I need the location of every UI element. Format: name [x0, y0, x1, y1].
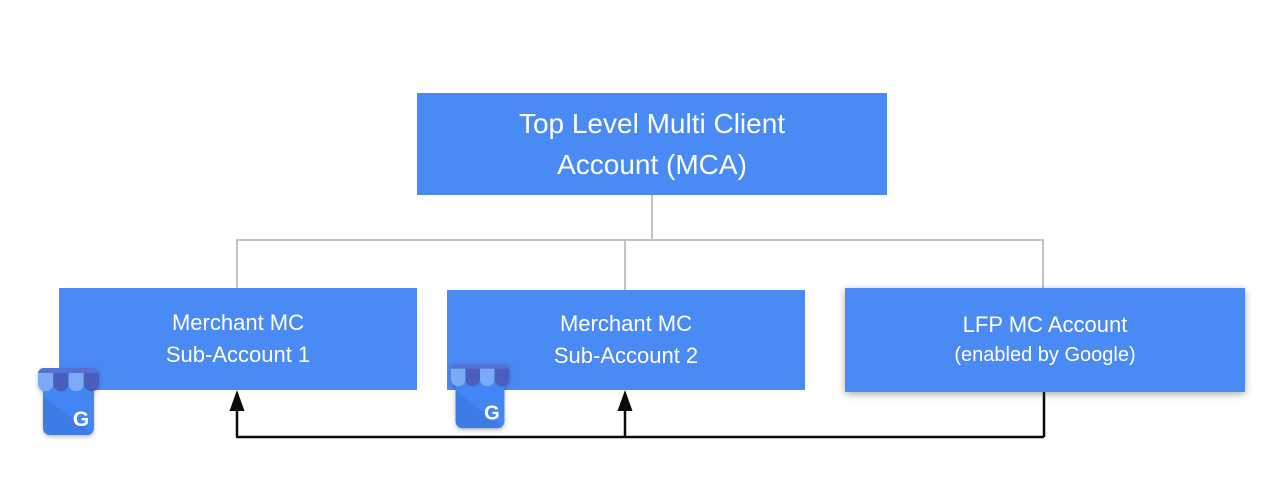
node-top-level-mca: Top Level Multi Client Account (MCA) — [417, 93, 887, 195]
node-label-line: LFP MC Account — [962, 312, 1128, 337]
flow-connectors — [235, 392, 1046, 439]
node-lfp-mc-account: LFP MC Account (enabled by Google) — [845, 288, 1245, 392]
storefront-fold — [43, 396, 94, 435]
arrowhead-sub2 — [617, 390, 633, 411]
storefront-body — [455, 373, 505, 429]
google-my-business-icon: G — [450, 364, 510, 429]
storefront-awning — [450, 364, 510, 387]
flow-arrowheads — [229, 390, 633, 411]
node-label-line: Sub-Account 2 — [553, 343, 699, 368]
node-label-line: (enabled by Google) — [954, 344, 1136, 366]
node-label-line: Sub-Account 1 — [165, 342, 311, 367]
node-merchant-sub-account-1: Merchant MC Sub-Account 1 — [59, 288, 417, 390]
node-label-line: Merchant MC — [559, 311, 693, 336]
storefront-body — [43, 378, 94, 435]
storefront-g-letter: G — [484, 402, 500, 424]
node-label-line: Merchant MC — [171, 310, 305, 335]
google-my-business-icon: G — [38, 368, 99, 435]
node-label-line: Top Level Multi Client — [518, 108, 786, 139]
tree-connectors — [236, 195, 1044, 291]
node-label-line: Account (MCA) — [557, 149, 747, 180]
storefront-awning — [38, 368, 99, 392]
arrowhead-sub1 — [229, 390, 245, 411]
storefront-g-letter: G — [73, 408, 89, 431]
